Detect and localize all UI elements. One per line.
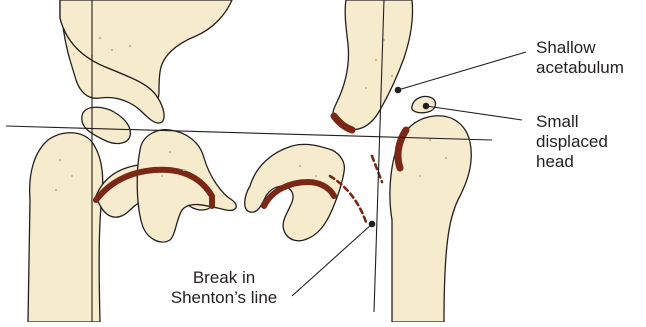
shentons-line-femoral-dash [372, 156, 382, 182]
label-small-displaced-head: Small displaced head [536, 112, 608, 172]
label-line: displaced [536, 132, 608, 152]
label-line: Shallow [536, 38, 624, 58]
dot-break-in-shentons-line [369, 221, 376, 228]
label-break-in-shentons-line: Break in Shenton’s line [158, 268, 290, 308]
label-line: acetabulum [536, 58, 624, 78]
label-shallow-acetabulum: Shallow acetabulum [536, 38, 624, 78]
label-line: head [536, 152, 608, 172]
dot-small-displaced-head [423, 103, 430, 110]
label-line: Break in [158, 268, 290, 288]
right-ilium [333, 0, 413, 129]
leader-shallow-acetabulum [398, 52, 526, 90]
dot-shallow-acetabulum [395, 87, 402, 94]
left-triradiate-piece [82, 107, 131, 143]
label-line: Small [536, 112, 608, 132]
left-ischium [137, 130, 236, 242]
label-line: Shenton’s line [158, 288, 290, 308]
